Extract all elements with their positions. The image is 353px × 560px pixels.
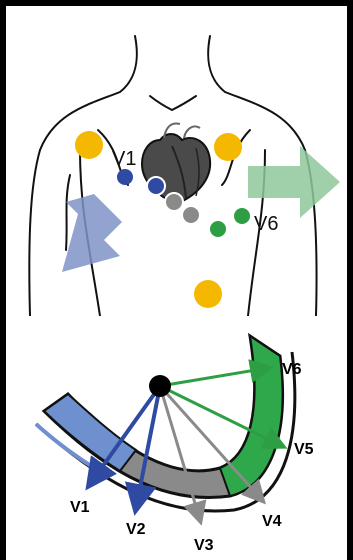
electrode-left-leg — [194, 280, 222, 308]
label-v6: V6 — [282, 361, 302, 378]
vector-origin — [149, 375, 171, 397]
electrode-v3 — [165, 193, 183, 211]
lead-vector-panel: V1 V2 V3 V4 V5 V6 — [0, 316, 353, 560]
label-v5: V5 — [294, 441, 314, 458]
electrode-v6 — [234, 208, 250, 224]
electrode-left-arm — [214, 133, 242, 161]
label-v1: V1 — [112, 148, 136, 170]
electrode-v5 — [210, 221, 226, 237]
electrode-right-arm — [75, 131, 103, 159]
electrode-v2 — [147, 177, 165, 195]
label-v6: V6 — [254, 213, 278, 235]
torso-illustration: V1 V6 — [0, 0, 353, 316]
lead-vector-diagram: V1 V2 V3 V4 V5 V6 — [0, 316, 353, 560]
label-v1: V1 — [70, 499, 90, 516]
label-v3: V3 — [194, 537, 214, 554]
label-v4: V4 — [262, 513, 282, 530]
electrode-v1 — [117, 169, 133, 185]
torso-panel: V1 V6 — [0, 0, 353, 316]
label-v2: V2 — [126, 521, 146, 538]
electrode-v4 — [182, 206, 200, 224]
